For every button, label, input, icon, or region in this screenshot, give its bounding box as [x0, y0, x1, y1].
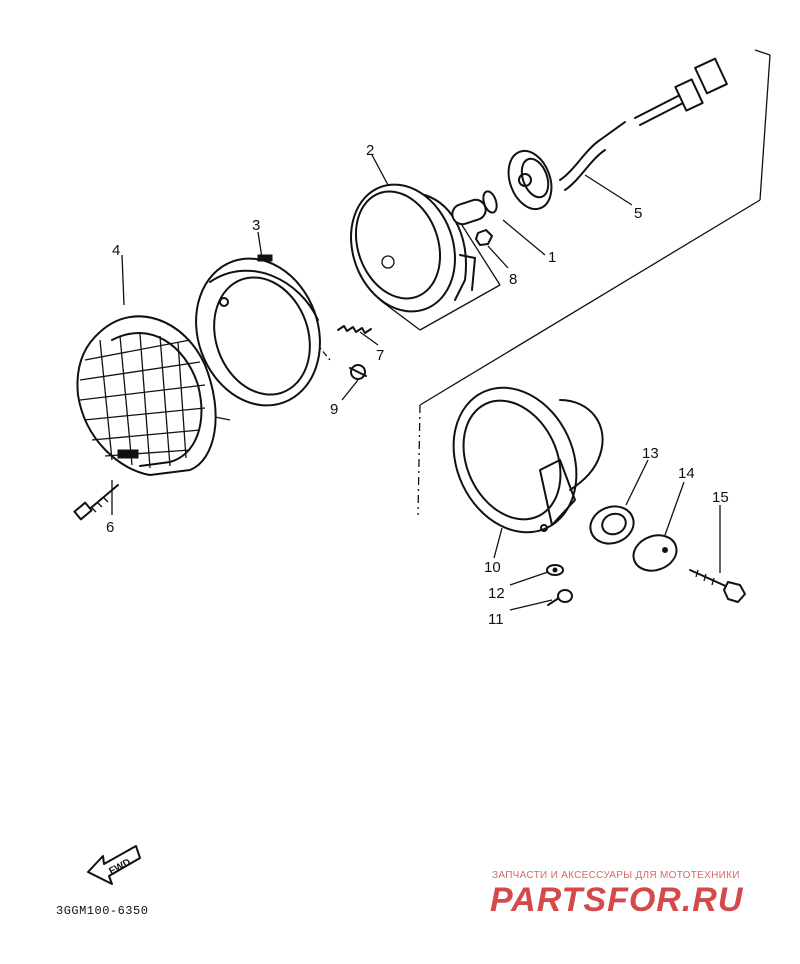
callout-4: 4 [112, 242, 120, 259]
callout-12: 12 [488, 585, 505, 602]
callout-13: 13 [642, 445, 659, 462]
part-14-cover [632, 534, 678, 572]
watermark-caption: ЗАПЧАСТИ И АКСЕССУАРЫ ДЛЯ МОТОТЕХНИКИ [492, 870, 740, 881]
part-7-spring [337, 325, 372, 334]
part-6-bolt [73, 484, 119, 521]
part-8-nut [475, 229, 493, 246]
part-9-screw [349, 364, 367, 380]
callout-3: 3 [252, 217, 260, 234]
callout-7: 7 [376, 347, 384, 364]
assembly-boundary-lines [204, 49, 771, 516]
callout-labels: 1 2 3 4 5 6 7 8 9 10 11 12 13 14 15 [106, 142, 729, 628]
part-4-grille-guard [76, 315, 217, 476]
fwd-arrow-icon: FWD [87, 845, 141, 885]
catalog-code: 3GGM100-6350 [56, 904, 149, 918]
callout-14: 14 [678, 465, 695, 482]
callout-2: 2 [366, 142, 374, 159]
callout-5: 5 [634, 205, 642, 222]
part-12-washer [546, 564, 564, 576]
callout-9: 9 [330, 401, 338, 418]
callout-11: 11 [488, 611, 504, 628]
callout-6: 6 [106, 519, 114, 536]
watermark-logo: PARTSFOR.RU [490, 881, 744, 919]
part-10-headlight-housing [452, 386, 604, 534]
part-13-grommet [589, 505, 635, 545]
part-15-bolt [689, 569, 746, 603]
callout-1: 1 [548, 249, 556, 266]
part-11-screw [547, 589, 573, 606]
part-2-sealed-beam [350, 183, 476, 313]
callout-10: 10 [484, 559, 501, 576]
part-5-socket-cord [507, 57, 728, 211]
callout-8: 8 [509, 271, 517, 288]
part-1-bulb [451, 190, 498, 226]
part-3-rim [195, 254, 321, 407]
callout-15: 15 [712, 489, 729, 506]
leader-lines [111, 154, 721, 611]
